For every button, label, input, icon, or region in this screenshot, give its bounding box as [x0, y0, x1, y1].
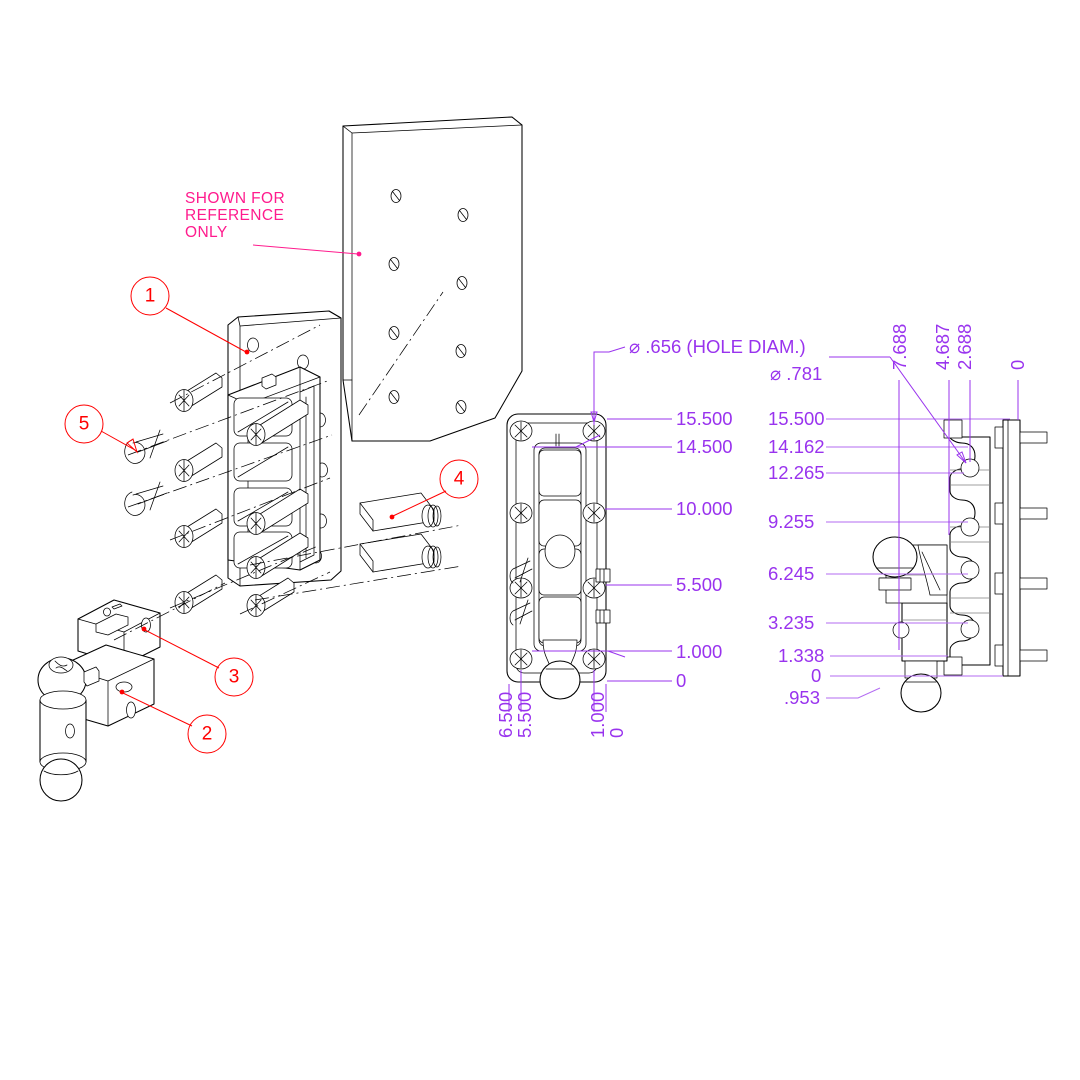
side-view-studs — [994, 426, 1048, 667]
balloon-1-label: 1 — [145, 286, 156, 307]
front-view-geometry — [506, 413, 611, 700]
front-dim-15500: 15.500 — [676, 408, 733, 429]
side-dim-0-h: 0 — [1007, 360, 1028, 370]
balloon-4[interactable]: 4 — [439, 459, 479, 499]
front-view-dim-lines — [508, 346, 672, 712]
reference-plate — [342, 116, 523, 442]
side-dim-9255: 9.255 — [768, 511, 814, 532]
side-dim-6245: 6.245 — [768, 563, 814, 584]
front-dim-0-h: 0 — [606, 728, 627, 738]
front-dim-5500: 5.500 — [676, 574, 722, 595]
installed-pins — [246, 399, 309, 579]
reference-note-line2: REFERENCE — [185, 207, 284, 224]
side-dim-0: 0 — [811, 665, 821, 686]
hitch-body-part — [227, 310, 342, 587]
balloon-4-label: 4 — [454, 469, 465, 490]
balloon-1[interactable]: 1 — [130, 276, 170, 316]
side-hole-diam-note: ⌀ .781 — [770, 363, 822, 384]
hairpin-clip-1 — [124, 429, 168, 464]
reference-note-line3: ONLY — [185, 224, 228, 241]
side-dim-7688: 7.688 — [889, 324, 910, 370]
reference-plate-holes — [388, 189, 469, 414]
balloon-2-label: 2 — [202, 724, 213, 745]
side-view-dim-lines — [826, 356, 1019, 699]
side-dim-953: .953 — [784, 687, 820, 708]
balloon-3-label: 3 — [229, 667, 240, 688]
balloon-2[interactable]: 2 — [187, 714, 227, 754]
balloon-5-label: 5 — [79, 414, 90, 435]
hitch-window-openings — [233, 397, 293, 569]
front-hole-diam-note: ⌀ .656 (HOLE DIAM.) — [629, 336, 806, 357]
long-pin-lower — [359, 533, 442, 573]
front-dim-1000-h: 1.000 — [587, 692, 608, 738]
front-view-bolt-heads — [509, 420, 606, 670]
front-dim-5500-h: 5.500 — [514, 692, 535, 738]
long-pin-upper — [359, 492, 442, 532]
side-dim-4687: 4.687 — [932, 324, 953, 370]
exploded-axis-lines — [113, 324, 463, 641]
front-dim-0: 0 — [676, 670, 686, 691]
balloon-3[interactable]: 3 — [214, 657, 254, 697]
long-pins-right — [359, 492, 442, 573]
reference-note-line1: SHOWN FOR — [185, 190, 285, 207]
balloon-5[interactable]: 5 — [64, 404, 104, 444]
side-dim-12265: 12.265 — [768, 462, 825, 483]
side-dim-14162: 14.162 — [768, 436, 825, 457]
side-dim-1338: 1.338 — [778, 645, 824, 666]
front-dim-1000: 1.000 — [676, 641, 722, 662]
side-view-geometry — [872, 419, 1048, 713]
side-dim-2688: 2.688 — [954, 324, 975, 370]
exploded-pins-left — [174, 372, 295, 617]
dual-ball-mount-part — [37, 644, 155, 802]
side-dim-3235: 3.235 — [768, 612, 814, 633]
front-dim-6500: 6.500 — [495, 692, 516, 738]
front-dim-10000: 10.000 — [676, 498, 733, 519]
front-dim-14500: 14.500 — [676, 436, 733, 457]
reference-note: SHOWN FOR REFERENCE ONLY — [185, 190, 285, 241]
balloon-leaders — [100, 307, 447, 727]
side-dim-15500: 15.500 — [768, 408, 825, 429]
